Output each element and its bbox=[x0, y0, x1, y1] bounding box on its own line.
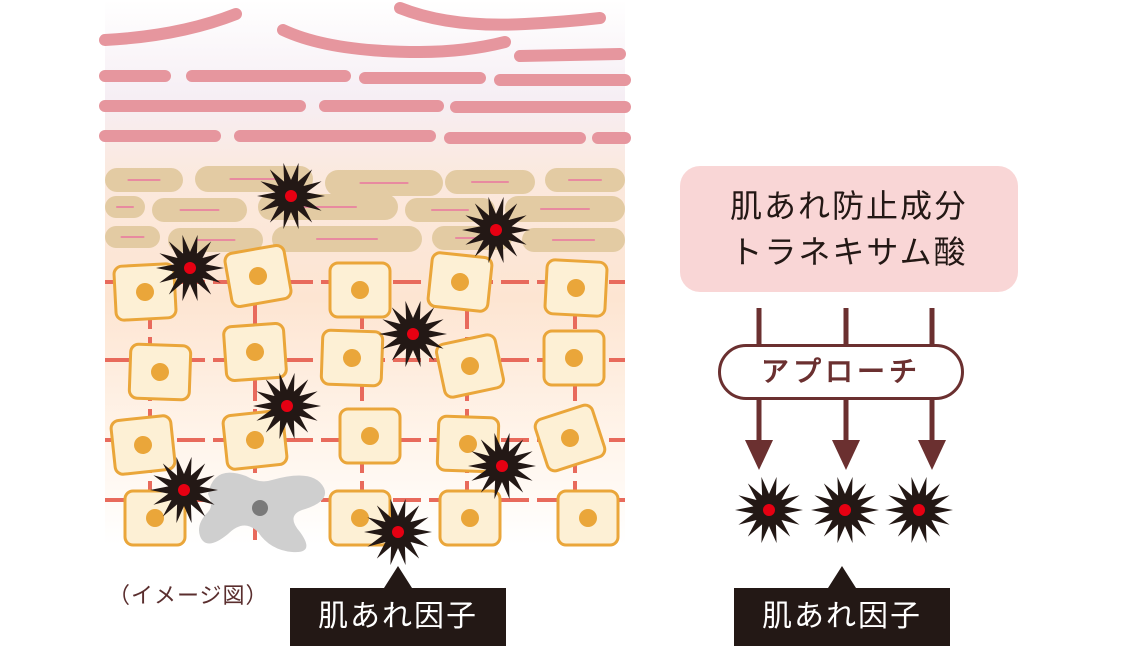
factor-core bbox=[913, 504, 925, 516]
skin-factor-icon bbox=[885, 476, 953, 544]
skin-factor-icon bbox=[257, 162, 325, 230]
skin-factor-icon bbox=[253, 372, 321, 440]
approach-label: アプローチ bbox=[718, 344, 964, 400]
skin-factor-icon bbox=[462, 196, 530, 264]
basal-cell bbox=[426, 251, 494, 313]
cell-nucleus bbox=[361, 427, 379, 445]
factor-core bbox=[392, 526, 404, 538]
cell-nucleus bbox=[351, 281, 369, 299]
collagen-layer bbox=[99, 2, 631, 144]
cell-nucleus bbox=[246, 431, 264, 449]
cell-nucleus bbox=[151, 363, 169, 381]
basal-cell bbox=[438, 489, 502, 547]
basal-cell bbox=[338, 407, 402, 465]
factor-core bbox=[178, 484, 190, 496]
factor-core bbox=[184, 262, 196, 274]
basal-cell bbox=[556, 489, 620, 547]
basal-cell bbox=[328, 261, 392, 319]
cell-nucleus bbox=[451, 273, 469, 291]
label-pointer bbox=[828, 566, 856, 588]
basal-cell bbox=[222, 322, 288, 382]
basal-cell bbox=[112, 262, 178, 322]
skin-factor-icon bbox=[379, 300, 447, 368]
basal-cell bbox=[533, 403, 607, 473]
cell-nucleus bbox=[459, 435, 477, 453]
cell-nucleus bbox=[134, 436, 152, 454]
basal-cell bbox=[542, 329, 606, 387]
skin-factors-left bbox=[150, 162, 536, 566]
ingredient-line-2: トラネキサム酸 bbox=[730, 233, 968, 271]
basal-cell bbox=[127, 342, 193, 402]
melanocyte-nucleus bbox=[252, 500, 268, 516]
image-caption: （イメージ図） bbox=[108, 584, 269, 609]
basal-cell bbox=[435, 333, 505, 399]
skin-factors-right bbox=[735, 476, 953, 544]
skin-factor-icon bbox=[811, 476, 879, 544]
label-pointer bbox=[384, 566, 412, 588]
factor-core bbox=[490, 224, 502, 236]
basal-cell bbox=[109, 414, 177, 476]
factor-core bbox=[407, 328, 419, 340]
cell-nucleus bbox=[579, 509, 597, 527]
cell-nucleus bbox=[249, 267, 267, 285]
basal-cell bbox=[223, 243, 293, 309]
cell-nucleus bbox=[351, 509, 369, 527]
skin-factor-label-text: 肌あれ因子 bbox=[318, 599, 478, 634]
skin-factor-label-right: 肌あれ因子 bbox=[734, 566, 950, 646]
skin-factor-icon bbox=[735, 476, 803, 544]
basal-cell bbox=[543, 258, 609, 318]
cell-nucleus bbox=[343, 349, 361, 367]
factor-core bbox=[285, 190, 297, 202]
cell-nucleus bbox=[136, 283, 154, 301]
cell-nucleus bbox=[146, 509, 164, 527]
skin-factor-icon bbox=[468, 432, 536, 500]
cell-nucleus bbox=[461, 357, 479, 375]
skin-factor-icon bbox=[156, 234, 224, 302]
skin-factor-label-text: 肌あれ因子 bbox=[762, 599, 922, 634]
cell-nucleus bbox=[567, 279, 585, 297]
factor-core bbox=[496, 460, 508, 472]
factor-core bbox=[839, 504, 851, 516]
cell-nucleus bbox=[561, 429, 579, 447]
cell-nucleus bbox=[246, 343, 264, 361]
ingredient-line-1: 肌あれ防止成分 bbox=[729, 187, 968, 225]
skin-factor-icon bbox=[150, 456, 218, 524]
factor-core bbox=[281, 400, 293, 412]
skin-factor-icon bbox=[364, 498, 432, 566]
ingredient-box: 肌あれ防止成分 トラネキサム酸 bbox=[680, 166, 1018, 292]
skin-factor-label-left: 肌あれ因子 bbox=[290, 566, 506, 646]
factor-core bbox=[763, 504, 775, 516]
melanocyte bbox=[199, 472, 326, 553]
basal-cells bbox=[109, 243, 620, 547]
basal-cell bbox=[319, 328, 385, 388]
cell-nucleus bbox=[565, 349, 583, 367]
cell-nucleus bbox=[461, 509, 479, 527]
